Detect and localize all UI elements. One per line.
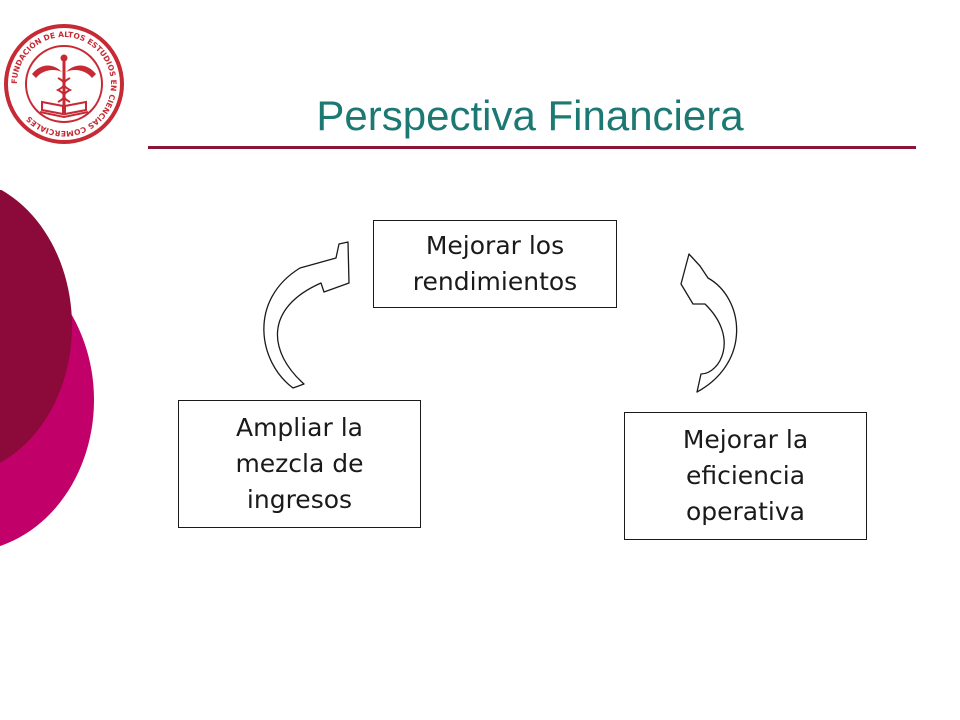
maroon-arc-shape [0,190,72,463]
open-book-icon [39,100,89,119]
foundation-logo: FUNDACIÓN DE ALTOS ESTUDIOS EN CIENCIAS … [4,24,124,144]
node-improve-returns: Mejorar los rendimientos [373,220,617,308]
right-curved-arrow-icon [680,253,738,393]
logo-inner-ring [25,45,103,123]
node-expand-revenue-mix: Ampliar la mezcla de ingresos [178,400,421,528]
slide-title: Perspectiva Financiera [316,92,744,139]
title-underline [148,146,916,149]
left-curved-arrow-icon [263,241,350,389]
node-improve-operational-efficiency: Mejorar la eficiencia operativa [624,412,867,540]
logo-outer-ring [4,24,124,144]
decorative-side-shapes [0,190,94,547]
caduceus-icon [32,54,96,114]
